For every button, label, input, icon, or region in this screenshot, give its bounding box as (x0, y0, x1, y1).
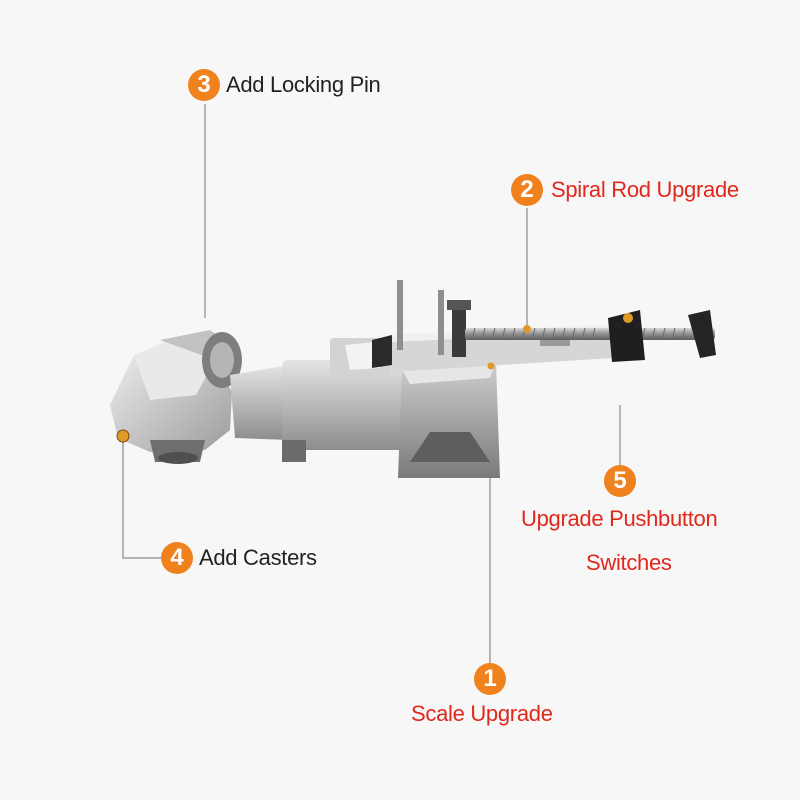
clamp-posts (372, 280, 471, 368)
caster-screw (116, 429, 130, 443)
callout-label: Spiral Rod Upgrade (551, 177, 739, 202)
callout-label-line2: Switches (586, 550, 672, 575)
callout-scale-badge: 1 (474, 663, 506, 695)
switch-block (608, 310, 645, 362)
callout-badge: 4 (161, 542, 193, 574)
callout-spiral-rod: 2 Spiral Rod Upgrade (511, 174, 739, 206)
callout-label-scale: Scale Upgrade (411, 701, 553, 726)
scale-marker (487, 362, 495, 370)
callout-label-line1: Upgrade Pushbutton (521, 506, 718, 531)
callout-casters: 4 Add Casters (161, 542, 317, 574)
callout-badge: 3 (188, 69, 220, 101)
callout-label: Add Casters (199, 545, 317, 570)
callout-locking-pin: 3 Add Locking Pin (188, 69, 381, 101)
callout-label: Add Locking Pin (226, 72, 381, 97)
rod-handle (688, 310, 716, 358)
callout-badge: 1 (474, 663, 506, 695)
grinder-head (110, 330, 242, 464)
v-block-base (398, 362, 500, 478)
callout-badge: 5 (604, 465, 636, 497)
callout-badge: 2 (511, 174, 543, 206)
callout-pushbutton-badge: 5 (604, 465, 636, 497)
